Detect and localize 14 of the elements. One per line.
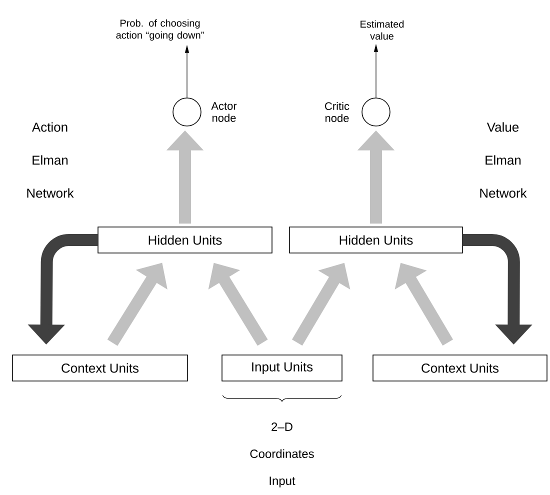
network-label: Action Elman Network xyxy=(27,122,74,198)
node-circle xyxy=(362,98,390,126)
node-label: Actor node xyxy=(211,102,237,122)
units-box: Context Units xyxy=(372,354,548,382)
units-box: Hidden Units xyxy=(289,226,463,254)
units-box: Context Units xyxy=(12,354,188,382)
network-label: Value Elman Network xyxy=(480,122,527,198)
units-box: Input Units xyxy=(222,354,342,382)
node-label: Critic node xyxy=(325,102,350,122)
node-circle xyxy=(172,98,202,126)
units-box: Hidden Units xyxy=(98,226,272,254)
output-label: Prob. of choosing action “going down” xyxy=(116,19,204,41)
output-label: Estimated value xyxy=(360,20,404,40)
input-label: 2–D Coordinates Input xyxy=(250,422,314,488)
